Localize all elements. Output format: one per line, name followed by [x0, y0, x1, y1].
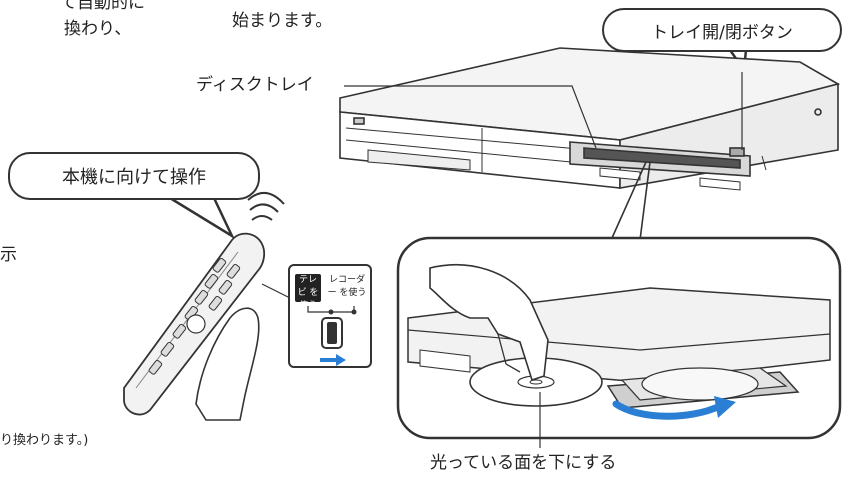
switch-callout-line: [261, 283, 291, 299]
zoom-callout: [611, 161, 651, 241]
remote-operate-bubble: 本機に向けて操作: [8, 152, 260, 200]
hand-holding-remote: [195, 307, 260, 421]
recorder-mode-label: レコーダー を使う: [327, 275, 367, 298]
zoom-detail: [396, 236, 842, 448]
recorder-unit: [339, 47, 841, 191]
insert-arrow-icon: [612, 400, 724, 420]
bottom-caption: 光っている面を下にする: [430, 453, 617, 473]
disc-tray-label: ディスクトレイ: [196, 75, 314, 95]
remote-control: [123, 232, 266, 416]
tray-button-bubble: トレイ開/閉ボタン: [602, 8, 842, 52]
left-edge-char: 示: [0, 245, 17, 265]
signal-waves-icon: [247, 192, 285, 221]
remote-mode-switch-card: テレビ を使う レコーダー を使う: [288, 264, 372, 368]
disc-tray-leader: [344, 85, 597, 149]
top-center-text: 始まります。: [232, 11, 333, 31]
top-left-text-line2: 換わり、: [64, 19, 132, 39]
right-arrow-icon: [336, 354, 346, 366]
slide-switch-icon: [307, 306, 357, 366]
remote-bubble-tail: [169, 196, 235, 240]
bottom-left-note: り換わります。): [0, 433, 89, 448]
top-left-text-line1: て自動的に: [60, 0, 145, 13]
